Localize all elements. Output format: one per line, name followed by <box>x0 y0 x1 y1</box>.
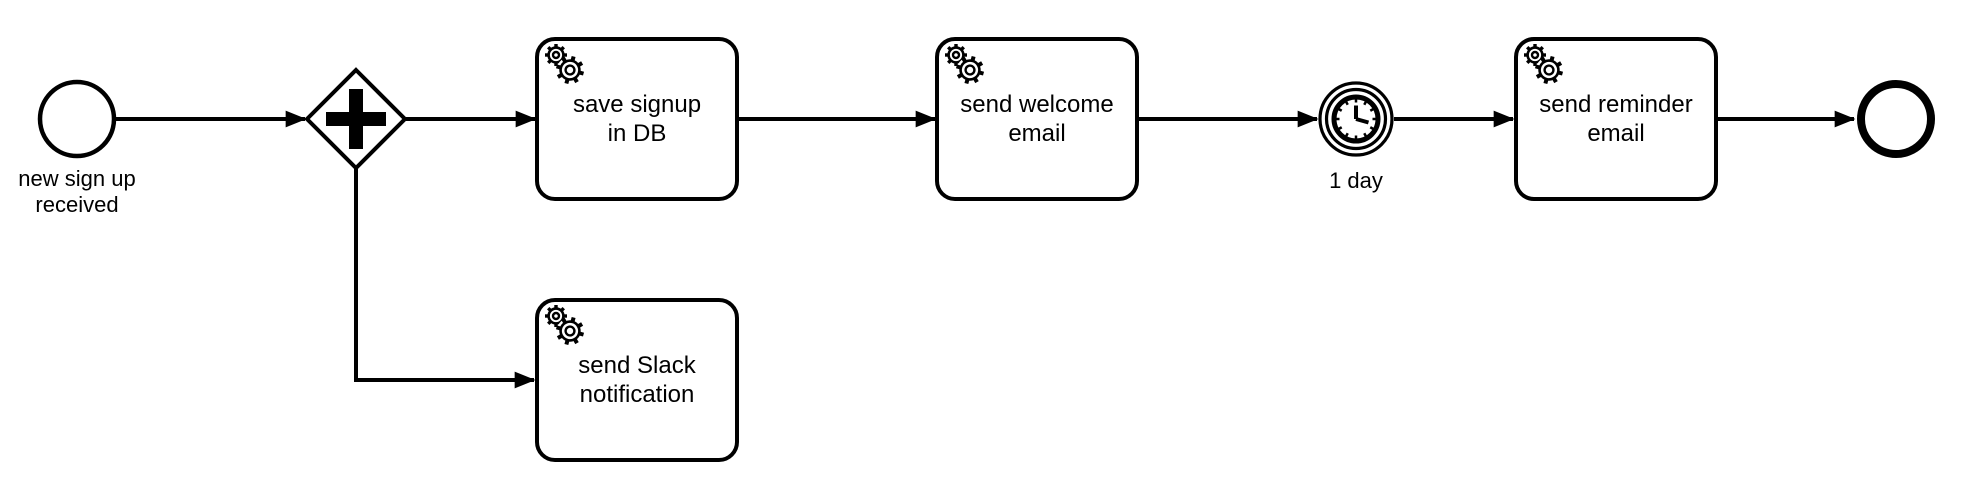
task-send-reminder-label[interactable]: send reminder email <box>1539 91 1693 147</box>
start-event[interactable] <box>37 79 117 159</box>
parallel-gateway-plus-icon <box>326 89 386 149</box>
timer-event[interactable] <box>1318 81 1394 157</box>
task-save-signup[interactable] <box>535 37 739 201</box>
task-send-welcome-label[interactable]: send welcome email <box>960 91 1114 147</box>
timer-clock-icon <box>1331 94 1381 144</box>
task-send-slack[interactable] <box>535 298 739 462</box>
task-save-signup-label[interactable]: save signup in DB <box>572 91 702 147</box>
start-event-label: new sign up received <box>18 166 136 217</box>
timer-event-label: 1 day <box>1329 168 1383 193</box>
sequence-flow-gateway-to-send-slack[interactable] <box>354 169 536 389</box>
task-send-welcome[interactable] <box>935 37 1139 201</box>
end-event[interactable] <box>1857 80 1935 158</box>
task-send-slack-label[interactable]: send Slack notification <box>578 352 696 408</box>
task-send-reminder[interactable] <box>1514 37 1718 201</box>
parallel-gateway[interactable] <box>304 67 408 171</box>
